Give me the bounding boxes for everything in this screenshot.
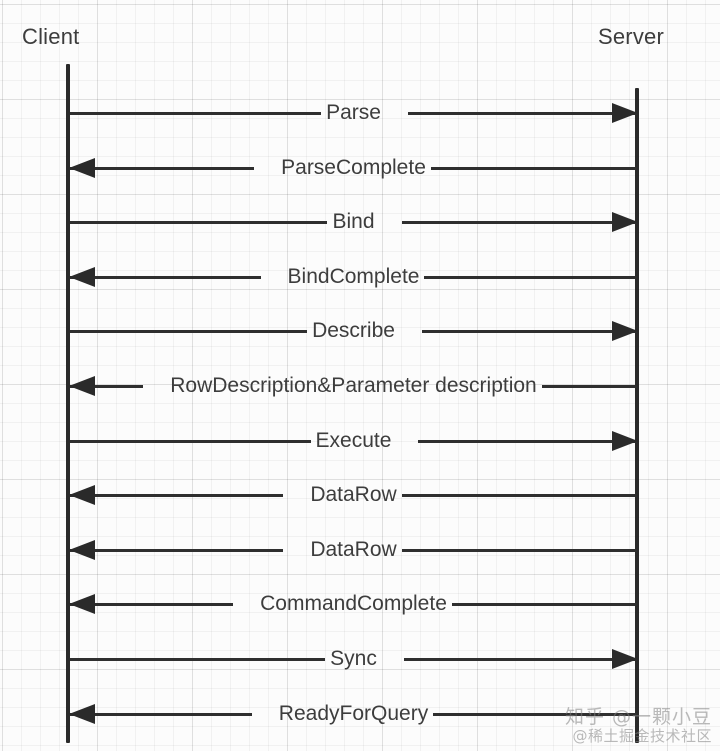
message-line-left bbox=[70, 330, 308, 333]
arrowhead-left-icon bbox=[69, 594, 95, 614]
message-line-right bbox=[424, 276, 637, 279]
arrowhead-right-icon bbox=[612, 649, 638, 669]
message-label: CommandComplete bbox=[260, 592, 447, 615]
message-label: RowDescription&Parameter description bbox=[170, 374, 537, 397]
message-line-left bbox=[70, 549, 284, 552]
message-line-right bbox=[418, 440, 637, 443]
lifeline-server bbox=[635, 88, 639, 743]
message-label: Describe bbox=[312, 319, 395, 342]
message-line-left bbox=[70, 276, 261, 279]
message-label: Parse bbox=[326, 101, 381, 124]
message-label: DataRow bbox=[310, 483, 397, 506]
message-line-left bbox=[70, 494, 284, 497]
message-line-left bbox=[70, 112, 322, 115]
message-line-right bbox=[421, 330, 637, 333]
message-label: ParseComplete bbox=[281, 156, 426, 179]
arrowhead-left-icon bbox=[69, 158, 95, 178]
message-line-left bbox=[70, 167, 255, 170]
participant-label-client: Client bbox=[22, 24, 80, 49]
message-line-left bbox=[70, 713, 252, 716]
message-line-right bbox=[407, 112, 637, 115]
message-line-left bbox=[70, 440, 311, 443]
arrowhead-left-icon bbox=[69, 267, 95, 287]
arrowhead-left-icon bbox=[69, 376, 95, 396]
message-line-right bbox=[401, 549, 637, 552]
message-line-left bbox=[70, 658, 326, 661]
message-label: DataRow bbox=[310, 538, 397, 561]
arrowhead-right-icon bbox=[612, 431, 638, 451]
participant-label-server: Server bbox=[598, 24, 664, 49]
message-line-left bbox=[70, 385, 144, 388]
message-line-right bbox=[401, 494, 637, 497]
message-label: Execute bbox=[315, 429, 392, 452]
message-line-right bbox=[430, 167, 637, 170]
message-line-right bbox=[451, 603, 637, 606]
arrowhead-right-icon bbox=[612, 103, 638, 123]
arrowhead-left-icon bbox=[69, 485, 95, 505]
message-line-right bbox=[433, 713, 637, 716]
message-line-right bbox=[541, 385, 637, 388]
message-label: Bind bbox=[332, 210, 375, 233]
message-label: BindComplete bbox=[287, 265, 420, 288]
lifeline-client bbox=[66, 64, 70, 743]
message-line-right bbox=[401, 221, 637, 224]
arrowhead-right-icon bbox=[612, 321, 638, 341]
arrowhead-right-icon bbox=[612, 212, 638, 232]
message-line-left bbox=[70, 603, 234, 606]
message-label: Sync bbox=[330, 647, 377, 670]
message-label: ReadyForQuery bbox=[278, 702, 429, 725]
message-line-right bbox=[403, 658, 637, 661]
arrowhead-left-icon bbox=[69, 540, 95, 560]
arrowhead-left-icon bbox=[69, 704, 95, 724]
message-line-left bbox=[70, 221, 328, 224]
